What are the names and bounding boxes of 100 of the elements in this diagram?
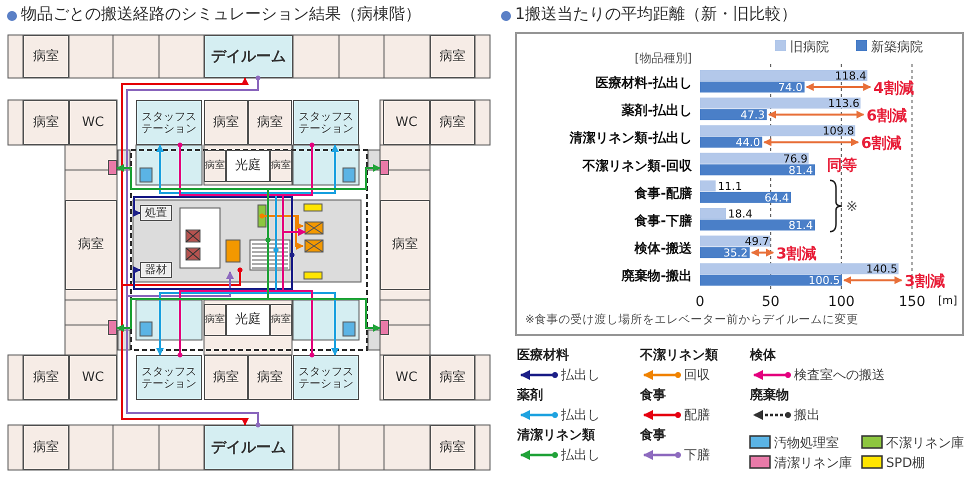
room-box [248,100,292,145]
room-box [270,150,292,182]
category-label: 薬剤-払出し [622,104,692,119]
toilet-box [69,100,117,145]
day-room-box [204,425,293,470]
linen-room-box [380,320,389,335]
legend-label: 不潔リネン庫 [886,435,964,452]
route-arrow [121,77,249,286]
legend-label: 払出し [561,367,600,384]
room-box [23,35,69,78]
category-label: 廃棄物-搬出 [622,269,692,284]
staff-station-box [136,100,202,145]
room-box [430,35,475,78]
route-arrow [282,228,314,358]
value-label: 18.4 [728,208,752,220]
value-label: 100.5 [808,274,840,288]
toilet-box [383,355,430,400]
legend-heading: 廃棄物 [750,386,789,404]
category-label: 不潔リネン類-回収 [582,158,692,174]
annotation-label: 3割減 [776,244,817,263]
room-label: スタッフステーション [140,366,198,390]
value-label: 44.0 [736,136,760,150]
heading: 1搬送当たりの平均距離（新・旧比較） [515,4,798,25]
room-label: 病室 [33,440,59,454]
category-label: 食事-配膳 [634,186,692,202]
value-label: 118.4 [834,70,866,82]
value-label: 109.8 [822,124,854,138]
room-label: 光庭 [235,159,261,173]
room-label: 病室 [440,116,466,130]
value-label: 76.9 [783,152,808,166]
legend-label: 搬出 [794,407,820,424]
annotation-label: 同等 [827,156,858,174]
value-label: 81.4 [788,219,814,232]
legend-label: 新築病院 [871,40,923,55]
category-label: 清潔リネン類-払出し [570,131,692,146]
value-label: 81.4 [788,164,814,177]
room-box [23,355,69,400]
annotation-label: 6割減 [861,134,902,152]
tick-label: 0 [696,294,704,310]
legend-heading: 食事 [640,427,666,444]
tick-label: 100 [828,294,855,310]
legend-heading: 薬剤 [517,386,543,404]
toilet-box [69,355,117,400]
courtyard-box [226,304,270,336]
room-label: デイルーム [211,440,286,456]
room-label: 病室 [33,370,59,384]
room-label: デイルーム [211,48,286,64]
category-label: 食事-下膳 [634,214,692,229]
legend-label: 回収 [684,367,710,384]
room-box [430,100,475,145]
axis-label: [物品種別] [634,51,692,65]
room-box [248,355,292,400]
room-label: WC [396,370,418,384]
room-box [204,355,248,400]
annotation-label: 3割減 [904,272,945,290]
room-label: 器材 [145,264,167,276]
legend-label: 旧病院 [790,40,829,55]
value-label: 11.1 [718,180,742,193]
room-box [204,304,226,336]
linen-room-box [108,160,117,175]
room-label: 病室 [213,370,239,384]
category-label: 検体-搬送 [634,242,692,257]
room-box [23,100,69,145]
heading: 物品ごとの搬送経路のシミュレーション結果（病棟階） [21,4,421,25]
room-label: 病室 [33,116,59,130]
legend-label: 配膳 [684,407,710,424]
staff-station-box [136,355,202,400]
room-label: 病室 [205,160,225,172]
value-label: 113.6 [828,97,860,110]
route-arrow [126,76,260,297]
linen-room-box [108,320,117,335]
legend-label: 下膳 [684,447,710,464]
store-room-box [140,262,172,278]
room-label: 病室 [440,440,466,454]
room-label: 病室 [440,370,466,384]
annotation-label: 4割減 [873,79,914,97]
room-label: 光庭 [235,313,261,327]
value-label: 35.2 [723,246,748,260]
route-arrow [132,252,294,290]
room-label: 病室 [33,50,59,64]
room-label: 病室 [78,238,104,252]
store-room-box [140,205,172,221]
legend-label: 清潔リネン庫 [774,455,852,472]
room-label: 病室 [205,314,225,326]
room-label: 病室 [440,50,466,64]
room-label: スタッフステーション [298,110,354,134]
day-room-box [204,35,293,78]
route-arrow [266,238,381,332]
room-label: 病室 [271,314,291,326]
room-label: 病室 [257,116,283,130]
room-box [380,200,430,290]
legend-label: 払出し [561,407,600,424]
value-label: 140.5 [866,262,898,276]
tick-label: 150 [898,294,926,310]
room-label: 病室 [257,370,283,384]
room-label: 病室 [271,160,291,172]
annotation-label: 6割減 [866,106,907,125]
staff-station-box [293,355,359,400]
value-label: 64.4 [764,191,790,204]
room-label: WC [396,116,418,130]
